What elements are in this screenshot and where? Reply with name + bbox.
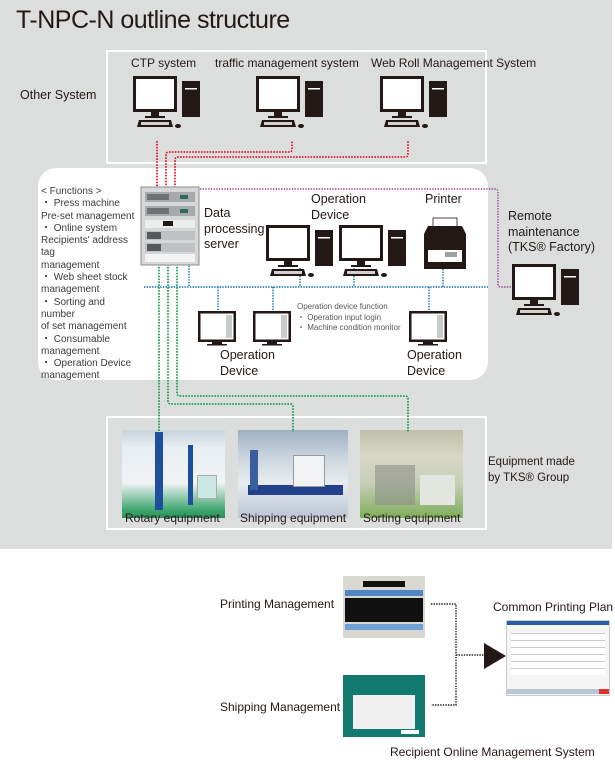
label-line: by TKS® Group bbox=[488, 471, 570, 484]
sorting-equipment-photo bbox=[360, 430, 463, 518]
green-equipment-lines bbox=[158, 264, 409, 432]
function-item: management bbox=[41, 284, 100, 296]
operation-device-monitor-icon bbox=[198, 311, 236, 346]
server-label: Data processing server bbox=[204, 206, 264, 253]
blue-lan-lines bbox=[144, 263, 488, 310]
odf-item: ・ Machine condition monitor bbox=[297, 323, 401, 332]
shipping-equipment-photo bbox=[238, 430, 348, 518]
remote-maintenance-label: Remote maintenance (TKS® Factory) bbox=[508, 209, 595, 256]
diagram-title: T-NPC-N outline structure bbox=[16, 6, 290, 34]
function-item: management bbox=[41, 345, 100, 357]
functions-list: < Functions > ・ Press machine Pre-set ma… bbox=[41, 186, 141, 383]
function-item: ・ Web sheet stock bbox=[41, 272, 128, 284]
common-printing-plan-screenshot bbox=[506, 620, 610, 696]
ctp-system-label: CTP system bbox=[131, 56, 197, 70]
equipment-group bbox=[106, 416, 487, 530]
odf-heading: Operation device function bbox=[297, 302, 388, 311]
purple-remote-line bbox=[200, 188, 511, 288]
shipping-management-label: Shipping Management bbox=[220, 700, 341, 714]
equipment-label: Equipment made by TKS® Group bbox=[488, 455, 575, 486]
function-item: management bbox=[41, 259, 100, 271]
server-label-line: server bbox=[204, 237, 239, 251]
shipping-equipment-label: Shipping equipment bbox=[240, 511, 347, 525]
ctp-computer-icon bbox=[133, 76, 200, 128]
operation-device-right-label: Operation Device bbox=[407, 348, 462, 379]
server-label-line: processing bbox=[204, 221, 265, 236]
function-item: ・ Sorting and number bbox=[41, 296, 105, 320]
label-line: Operation bbox=[407, 348, 462, 362]
function-item: Recipients' address tag bbox=[41, 235, 128, 259]
red-connection-lines bbox=[156, 141, 409, 188]
operation-device-left-label: Operation Device bbox=[220, 348, 275, 379]
function-item: management bbox=[41, 370, 100, 382]
label-line: Remote bbox=[508, 209, 552, 223]
remote-computer-icon bbox=[512, 264, 579, 316]
function-item: ・ Consumable bbox=[41, 333, 110, 345]
label-line: Device bbox=[220, 363, 259, 378]
online-management-caption: Recipient Online Management System bbox=[390, 745, 595, 759]
bottom-flow-lines bbox=[431, 603, 484, 706]
printer-icon bbox=[424, 217, 466, 269]
rotary-equipment-label: Rotary equipment bbox=[125, 511, 220, 525]
other-system-group bbox=[106, 50, 487, 164]
printer-label: Printer bbox=[425, 192, 462, 206]
label-line: Operation bbox=[311, 192, 366, 206]
function-item: ・ Online system bbox=[41, 222, 118, 234]
web-roll-computer-icon bbox=[380, 76, 447, 128]
label-line: (TKS® Factory) bbox=[508, 240, 595, 254]
function-item: of set management bbox=[41, 321, 127, 333]
label-line: Operation bbox=[220, 348, 275, 362]
traffic-management-label: traffic management system bbox=[215, 56, 359, 70]
operation-device-monitor-icon bbox=[253, 311, 291, 346]
printing-management-screenshot bbox=[343, 576, 425, 638]
label-line: Device bbox=[311, 207, 350, 222]
arrow-right-icon bbox=[484, 643, 506, 669]
label-line: Equipment made bbox=[488, 456, 575, 468]
printing-management-label: Printing Management bbox=[220, 597, 335, 611]
traffic-computer-icon bbox=[256, 76, 323, 128]
common-printing-plan-label: Common Printing Plan bbox=[493, 600, 614, 614]
shipping-management-screenshot bbox=[343, 675, 425, 737]
server-label-line: Data bbox=[204, 206, 231, 220]
server-rack-icon bbox=[140, 186, 200, 266]
operation-device-computer-icon bbox=[266, 225, 333, 277]
function-item: Pre-set management bbox=[41, 210, 135, 222]
odf-item: ・ Operation input login bbox=[297, 312, 382, 322]
function-item: ・ Press machine bbox=[41, 198, 120, 210]
sorting-equipment-label: Sorting equipment bbox=[363, 511, 461, 525]
label-line: Device bbox=[407, 363, 446, 378]
operation-device-top-label: Operation Device bbox=[311, 192, 366, 223]
functions-heading: < Functions > bbox=[41, 186, 102, 197]
operation-device-monitor-icon bbox=[409, 311, 447, 346]
label-line: maintenance bbox=[508, 224, 580, 239]
operation-device-function: Operation device function ・ Operation in… bbox=[297, 302, 401, 334]
function-item: ・ Operation Device bbox=[41, 358, 132, 370]
rotary-equipment-photo bbox=[122, 430, 225, 518]
other-system-label: Other System bbox=[20, 88, 97, 102]
web-roll-management-label: Web Roll Management System bbox=[371, 56, 537, 70]
operation-device-computer-icon bbox=[339, 225, 406, 277]
